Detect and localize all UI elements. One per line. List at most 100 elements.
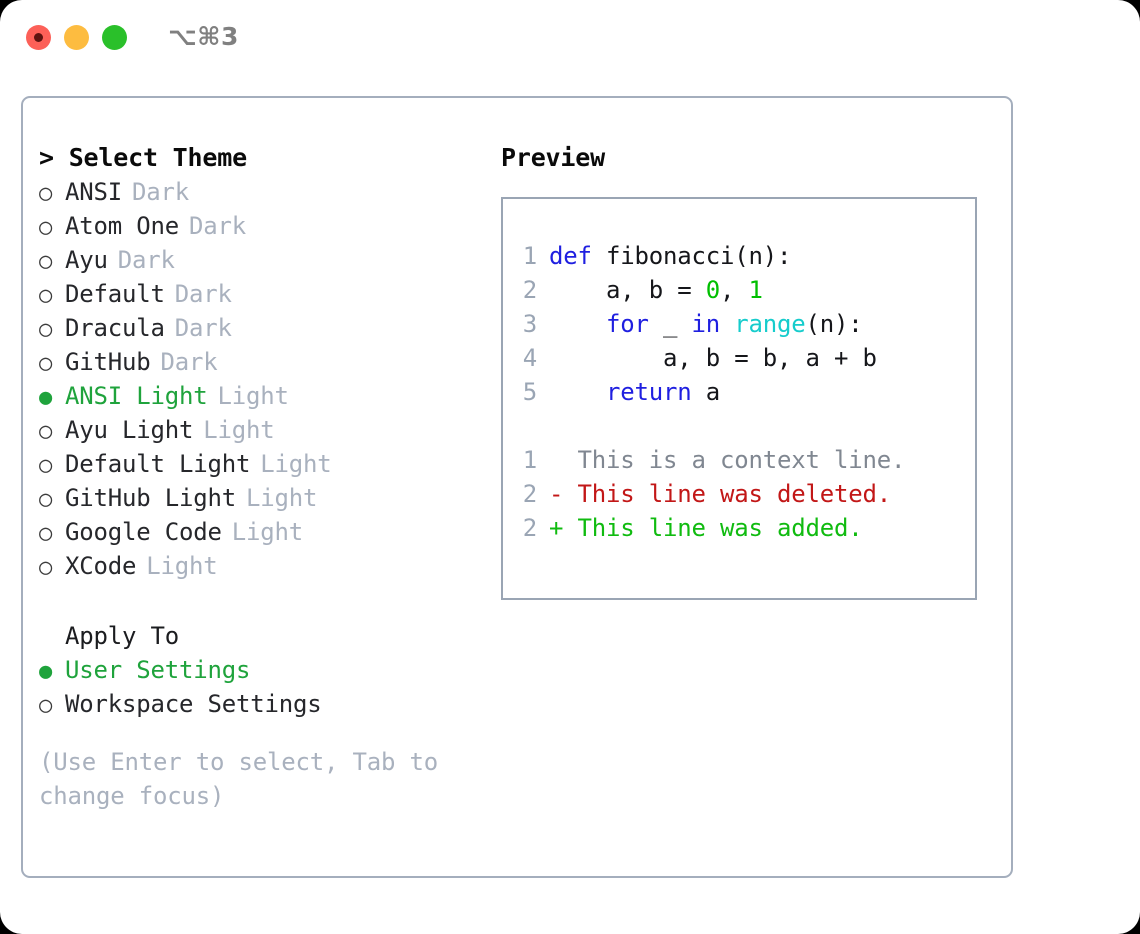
radio-unselected-icon[interactable]: ○ bbox=[39, 317, 53, 342]
code-line-text: def fibonacci(n): bbox=[549, 239, 791, 273]
code-line-text: a, b = b, a + b bbox=[549, 341, 877, 375]
code-line-text: for _ in range(n): bbox=[549, 307, 863, 341]
code-token-kw: def bbox=[549, 242, 592, 270]
radio-unselected-icon[interactable]: ○ bbox=[39, 453, 53, 478]
diff-line-number: 2 bbox=[522, 480, 537, 508]
code-token-plain: fibonacci(n): bbox=[591, 242, 792, 270]
code-token-num: 0 bbox=[705, 276, 720, 304]
radio-unselected-icon[interactable]: ○ bbox=[39, 487, 53, 512]
apply-to-option-label: User Settings bbox=[65, 656, 251, 684]
theme-option-ayu[interactable]: ○ Ayu Dark bbox=[39, 243, 489, 277]
preview-heading: Preview bbox=[501, 143, 605, 172]
code-token-kw: for bbox=[606, 310, 649, 338]
theme-option-variant: Dark bbox=[117, 246, 175, 274]
theme-option-default[interactable]: ○ Default Dark bbox=[39, 277, 489, 311]
diff-line-text: - This line was deleted. bbox=[549, 480, 891, 508]
code-token-kw: in bbox=[691, 310, 721, 338]
code-line-number: 2 bbox=[522, 276, 537, 304]
theme-option-label: XCode bbox=[65, 552, 137, 580]
code-token-plain: , bbox=[720, 276, 749, 304]
theme-option-xcode[interactable]: ○ XCode Light bbox=[39, 549, 489, 583]
code-line-text: a, b = 0, 1 bbox=[549, 273, 763, 307]
code-line-number: 3 bbox=[522, 310, 537, 338]
diff-sample: 1 This is a context line. 2 - This line wa… bbox=[503, 443, 975, 545]
apply-to-heading: Apply To bbox=[65, 622, 179, 650]
radio-unselected-icon[interactable]: ○ bbox=[39, 351, 53, 376]
theme-option-atom-one[interactable]: ○ Atom One Dark bbox=[39, 209, 489, 243]
code-token-plain: a, b = b, a + b bbox=[549, 344, 877, 372]
apply-to-option-label: Workspace Settings bbox=[65, 690, 322, 718]
theme-option-variant: Light bbox=[146, 552, 218, 580]
code-line: 5 return a bbox=[503, 375, 975, 409]
theme-option-variant: Light bbox=[260, 450, 332, 478]
apply-to-list: ● User Settings ○ Workspace Settings bbox=[39, 653, 489, 721]
theme-option-variant: Light bbox=[203, 416, 275, 444]
theme-option-variant: Dark bbox=[132, 178, 189, 206]
code-diff-separator bbox=[503, 409, 975, 443]
code-line-number: 4 bbox=[522, 344, 537, 372]
radio-unselected-icon[interactable]: ○ bbox=[39, 555, 53, 580]
diff-line-number: 2 bbox=[522, 514, 537, 542]
theme-option-variant: Dark bbox=[174, 280, 232, 308]
code-line-text: return a bbox=[549, 375, 720, 409]
theme-option-label: Atom One bbox=[65, 212, 179, 240]
diff-line-ctx: 1 This is a context line. bbox=[503, 443, 975, 477]
apply-to-option-user-settings[interactable]: ● User Settings bbox=[39, 653, 489, 687]
theme-option-label: Google Code bbox=[65, 518, 222, 546]
theme-option-label: Dracula bbox=[65, 314, 165, 342]
keyboard-shortcut-label: ⌥⌘3 bbox=[168, 22, 239, 51]
code-token-plain: a, b = bbox=[549, 276, 706, 304]
diff-line-add: 2+ This line was added. bbox=[503, 511, 975, 545]
theme-option-label: Default Light bbox=[65, 450, 251, 478]
theme-option-label: Ayu bbox=[65, 246, 108, 274]
radio-unselected-icon[interactable]: ○ bbox=[39, 419, 53, 444]
theme-option-label: Default bbox=[65, 280, 165, 308]
code-token-plain: (n): bbox=[805, 310, 863, 338]
diff-line-del: 2 - This line was deleted. bbox=[503, 477, 975, 511]
radio-unselected-icon[interactable]: ○ bbox=[39, 693, 53, 718]
theme-option-default-light[interactable]: ○ Default Light Light bbox=[39, 447, 489, 481]
keyboard-hint-text: (Use Enter to select, Tab to change focu… bbox=[39, 748, 453, 810]
code-token-plain: a bbox=[691, 378, 720, 406]
code-token-fn: range bbox=[734, 310, 806, 338]
minimize-button[interactable] bbox=[64, 25, 89, 50]
code-token-plain bbox=[549, 310, 606, 338]
theme-option-label: ANSI Light bbox=[65, 382, 208, 410]
radio-unselected-icon[interactable]: ○ bbox=[39, 249, 53, 274]
theme-option-variant: Dark bbox=[174, 314, 232, 342]
radio-selected-icon[interactable]: ● bbox=[39, 659, 53, 684]
code-line: 4 a, b = b, a + b bbox=[503, 341, 975, 375]
close-button[interactable] bbox=[26, 25, 51, 50]
theme-option-label: GitHub bbox=[65, 348, 151, 376]
theme-option-ansi[interactable]: ○ ANSI Dark bbox=[39, 175, 489, 209]
code-line: 2 a, b = 0, 1 bbox=[503, 273, 975, 307]
radio-unselected-icon[interactable]: ○ bbox=[39, 181, 53, 206]
select-theme-heading: > Select Theme bbox=[39, 143, 247, 172]
maximize-button[interactable] bbox=[102, 25, 127, 50]
code-token-kw: return bbox=[606, 378, 692, 406]
diff-line-text: This is a context line. bbox=[549, 446, 906, 474]
theme-option-label: GitHub Light bbox=[65, 484, 236, 512]
code-token-num: 1 bbox=[748, 276, 763, 304]
radio-selected-icon[interactable]: ● bbox=[39, 385, 53, 410]
theme-option-dracula[interactable]: ○ Dracula Dark bbox=[39, 311, 489, 345]
code-line: 3 for _ in range(n): bbox=[503, 307, 975, 341]
theme-option-label: ANSI bbox=[65, 178, 122, 206]
radio-unselected-icon[interactable]: ○ bbox=[39, 215, 53, 240]
radio-unselected-icon[interactable]: ○ bbox=[39, 283, 53, 308]
title-bar: ⌥⌘3 bbox=[0, 0, 1140, 78]
theme-option-variant: Dark bbox=[189, 212, 246, 240]
radio-unselected-icon[interactable]: ○ bbox=[39, 521, 53, 546]
apply-to-option-workspace-settings[interactable]: ○ Workspace Settings bbox=[39, 687, 489, 721]
